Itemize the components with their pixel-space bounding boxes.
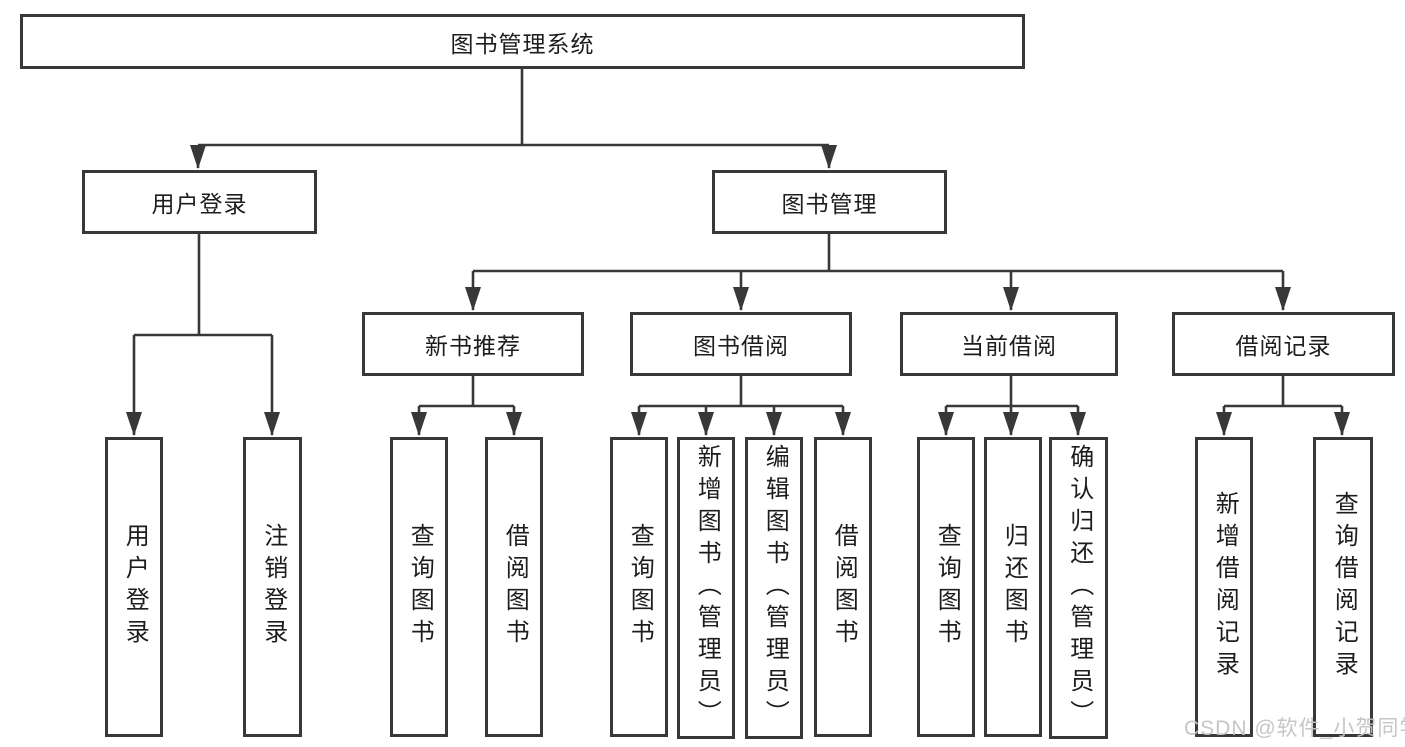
node-label: 借阅图书 bbox=[830, 523, 858, 651]
leaf-logout: 注销登录 bbox=[243, 437, 302, 737]
node-label: 借阅图书 bbox=[501, 523, 529, 651]
node-label: 新增借阅记录 bbox=[1211, 491, 1239, 683]
node-label: 借阅记录 bbox=[1235, 333, 1332, 359]
leaf-borrow-books: 借阅图书 bbox=[814, 437, 872, 737]
node-book-management: 图书管理 bbox=[712, 170, 947, 234]
leaf-edit-books-admin: 编辑图书（管理员） bbox=[745, 437, 803, 739]
node-label: 归还图书 bbox=[1000, 523, 1028, 651]
node-label: 编辑图书（管理员） bbox=[761, 444, 789, 732]
leaf-query-books-current: 查询图书 bbox=[917, 437, 975, 737]
node-label: 注销登录 bbox=[259, 523, 287, 651]
node-borrow-records: 借阅记录 bbox=[1172, 312, 1395, 376]
leaf-return-books: 归还图书 bbox=[984, 437, 1042, 737]
node-root-library-system: 图书管理系统 bbox=[20, 14, 1025, 69]
node-label: 查询借阅记录 bbox=[1330, 491, 1358, 683]
node-label: 新增图书（管理员） bbox=[693, 444, 721, 732]
leaf-add-borrow-record: 新增借阅记录 bbox=[1195, 437, 1253, 737]
node-label: 用户登录 bbox=[151, 191, 248, 217]
node-label: 确认归还（管理员） bbox=[1065, 444, 1093, 732]
node-label: 图书管理系统 bbox=[450, 30, 595, 57]
csdn-watermark: CSDN @软件_小贺同学 bbox=[1184, 717, 1405, 740]
node-label: 新书推荐 bbox=[425, 333, 521, 359]
leaf-borrow-books-recommend: 借阅图书 bbox=[485, 437, 543, 737]
node-label: 用户登录 bbox=[121, 523, 149, 651]
node-user-login: 用户登录 bbox=[82, 170, 317, 234]
node-book-borrow: 图书借阅 bbox=[630, 312, 852, 376]
node-label: 查询图书 bbox=[933, 523, 961, 651]
leaf-query-borrow-record: 查询借阅记录 bbox=[1313, 437, 1373, 737]
leaf-user-login: 用户登录 bbox=[105, 437, 163, 737]
leaf-query-books-borrow: 查询图书 bbox=[610, 437, 668, 737]
leaf-confirm-return-admin: 确认归还（管理员） bbox=[1049, 437, 1108, 739]
node-label: 图书管理 bbox=[781, 191, 878, 217]
node-label: 查询图书 bbox=[406, 523, 434, 651]
node-new-book-recommend: 新书推荐 bbox=[362, 312, 584, 376]
leaf-query-books-recommend: 查询图书 bbox=[390, 437, 448, 737]
node-label: 图书借阅 bbox=[693, 333, 789, 359]
leaf-add-books-admin: 新增图书（管理员） bbox=[677, 437, 735, 739]
node-label: 当前借阅 bbox=[961, 333, 1057, 359]
node-current-borrow: 当前借阅 bbox=[900, 312, 1118, 376]
node-label: 查询图书 bbox=[626, 523, 654, 651]
